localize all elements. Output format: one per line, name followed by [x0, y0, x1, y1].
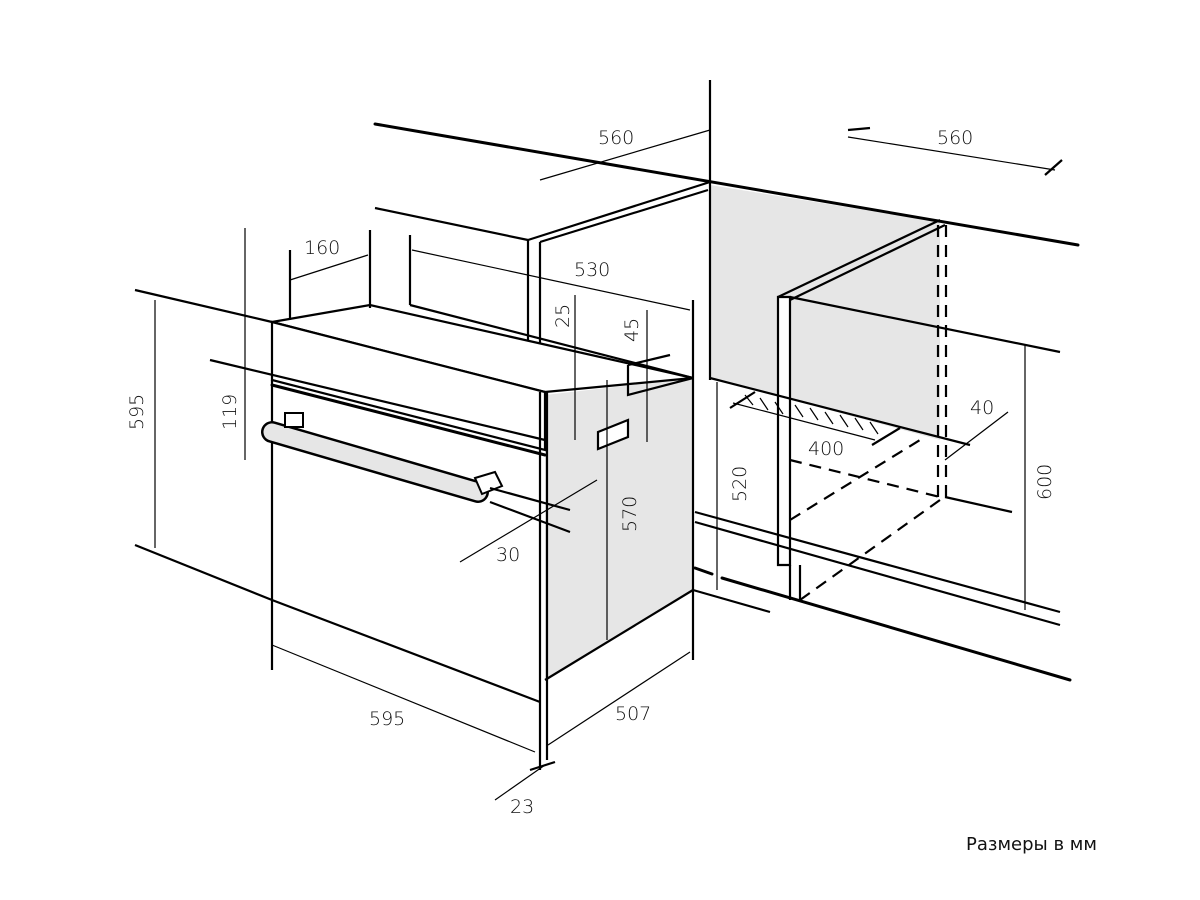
dim-front-thickness: 23 — [510, 796, 534, 818]
cabinet-niche — [373, 80, 1080, 682]
dim-oven-depth-top: 530 — [574, 259, 610, 281]
vent-hatch — [729, 391, 901, 446]
caption: Размеры в мм — [966, 834, 1097, 855]
dim-vent-depth: 40 — [970, 397, 994, 419]
dim-body-depth: 507 — [615, 703, 651, 725]
dim-niche-width-top: 560 — [598, 127, 634, 149]
dim-oven-height: 595 — [126, 394, 148, 430]
dim-handle-depth: 30 — [496, 544, 520, 566]
oven-handle — [261, 412, 504, 503]
dim-niche-height-600: 600 — [1034, 464, 1056, 500]
dim-vent-width: 400 — [808, 438, 844, 460]
dim-body-height: 570 — [619, 496, 641, 532]
dim-vent-height: 45 — [621, 318, 643, 342]
dim-oven-width: 595 — [369, 708, 405, 730]
dim-niche-height-520: 520 — [729, 466, 751, 502]
dimension-lines — [134, 126, 1063, 801]
dim-niche-width-right: 560 — [937, 127, 973, 149]
dim-top-offset: 160 — [304, 237, 340, 259]
dim-panel-height: 119 — [219, 394, 241, 430]
dim-panel-gap: 25 — [552, 304, 574, 328]
oven — [261, 300, 695, 770]
